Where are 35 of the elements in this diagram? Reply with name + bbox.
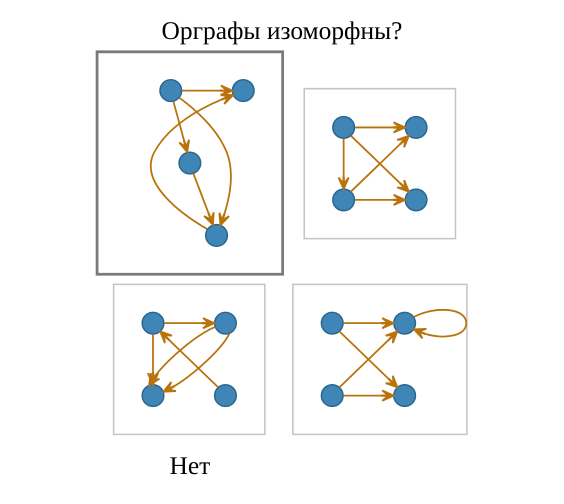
arrow bbox=[354, 194, 406, 206]
arrow bbox=[159, 330, 219, 388]
arrow bbox=[192, 173, 215, 226]
node-circle bbox=[320, 384, 344, 408]
node-circle bbox=[320, 312, 344, 335]
node-circle bbox=[141, 384, 165, 408]
arrow bbox=[344, 317, 395, 330]
node-circle bbox=[232, 79, 255, 102]
arrow bbox=[164, 317, 216, 330]
node-circle bbox=[141, 312, 165, 335]
cluster bbox=[112, 284, 266, 436]
arrow bbox=[150, 94, 234, 230]
cluster bbox=[96, 50, 284, 276]
node-circle bbox=[404, 188, 428, 212]
arrow bbox=[172, 101, 190, 154]
node-circle bbox=[393, 312, 416, 335]
node-circle bbox=[214, 312, 237, 335]
arrow bbox=[338, 330, 398, 388]
arrow bbox=[178, 96, 232, 226]
node-circle bbox=[332, 188, 356, 212]
cluster bbox=[303, 88, 456, 240]
node-circle bbox=[204, 224, 228, 248]
node-circle bbox=[214, 384, 237, 408]
node-circle bbox=[393, 384, 416, 408]
node-circle bbox=[332, 116, 356, 140]
diagram-title: Орграфы изоморфны? bbox=[162, 17, 402, 46]
node-circle bbox=[159, 79, 182, 102]
arrow bbox=[344, 390, 395, 402]
caption: Нет bbox=[169, 452, 210, 480]
node-circle bbox=[178, 151, 202, 175]
node-circle bbox=[404, 116, 428, 140]
arrow bbox=[338, 138, 350, 190]
arrow bbox=[412, 308, 468, 340]
arrow bbox=[354, 121, 406, 134]
arrow bbox=[162, 333, 230, 393]
